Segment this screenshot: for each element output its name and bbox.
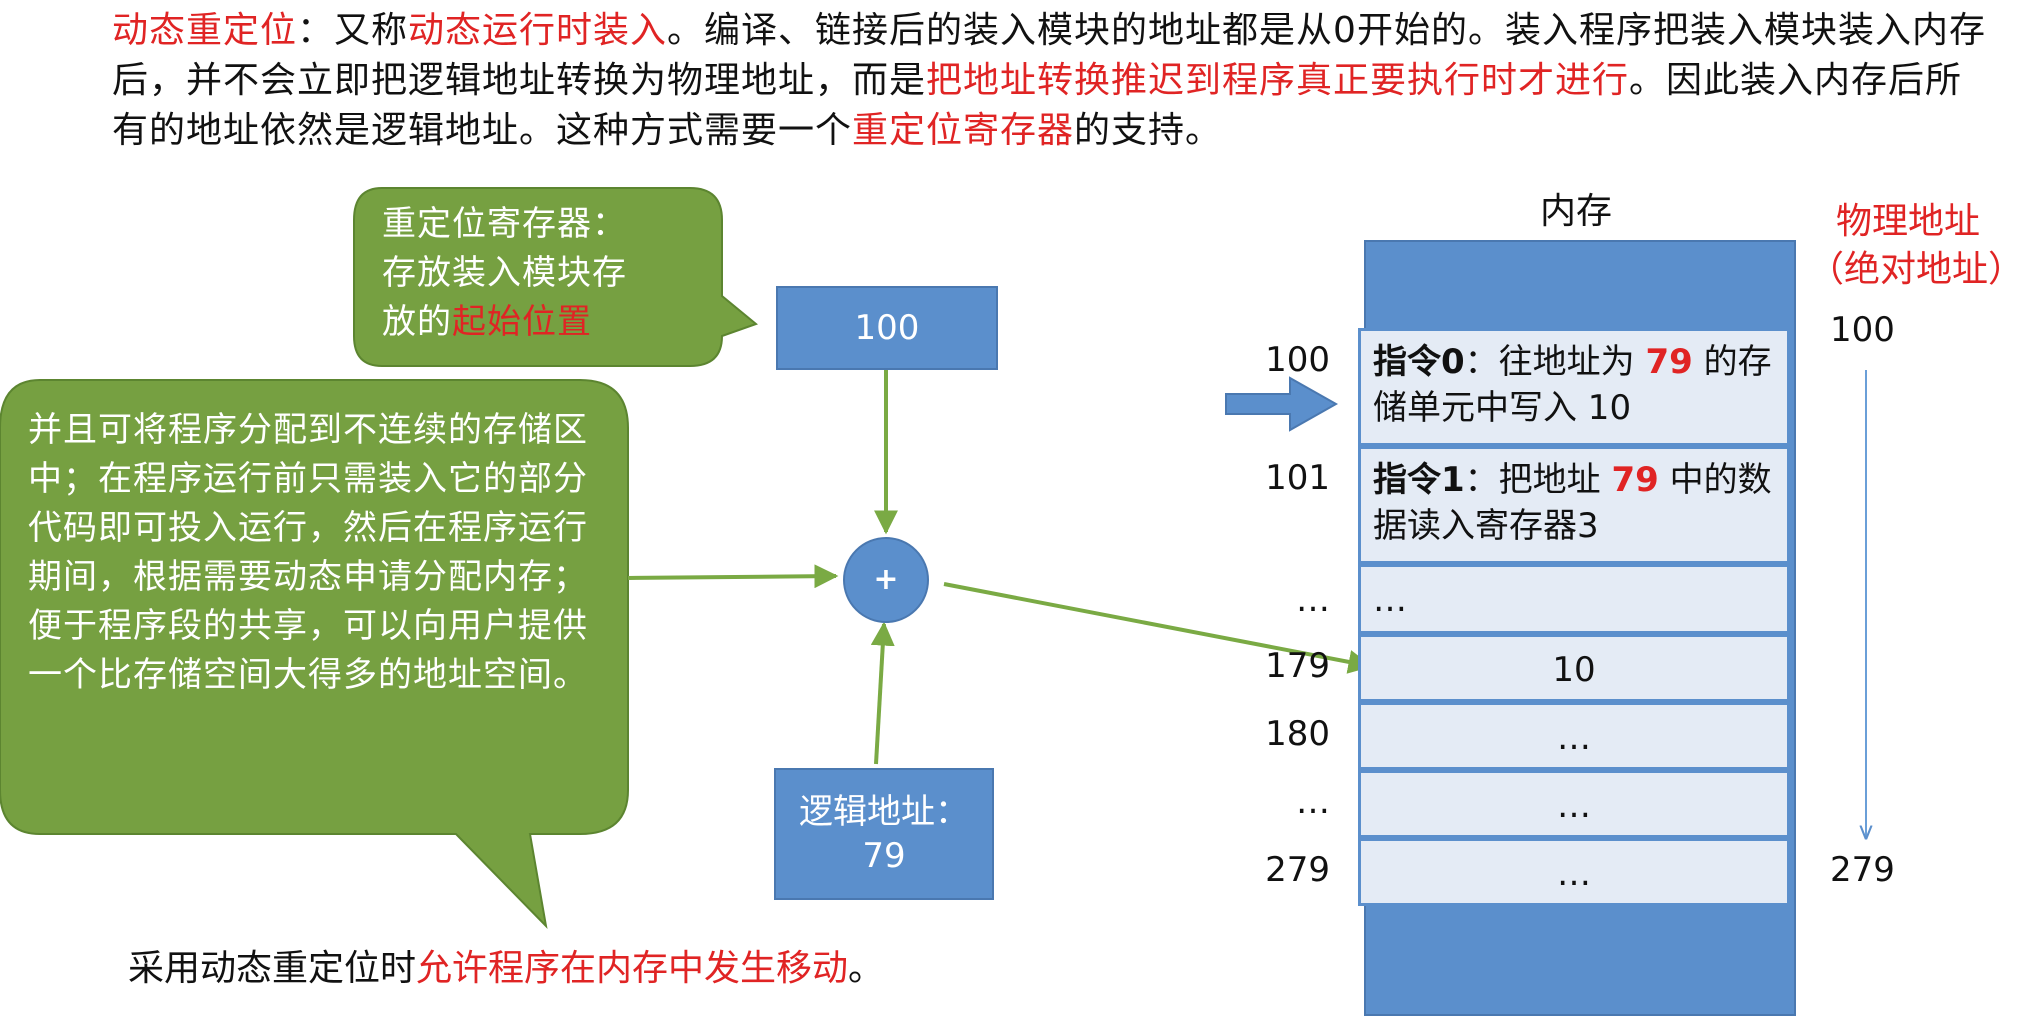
feature-callout-shape [0, 379, 629, 930]
register-callout-line2: 存放装入模块存 [382, 253, 627, 293]
intro-text-4: 的支持。 [1074, 110, 1223, 151]
pc-pointer-arrow [1225, 376, 1339, 432]
memory-cell: … [1358, 702, 1790, 770]
instruction-0-label: 指令0 [1373, 342, 1465, 382]
address-label: 180 [1265, 714, 1330, 754]
memory-cell-value: 10 [1552, 650, 1596, 690]
instruction-1-address: 79 [1611, 460, 1659, 500]
footer-note: 采用动态重定位时允许程序在内存中发生移动。 [128, 944, 884, 994]
instruction-1-text-a: ：把地址 [1464, 460, 1612, 500]
intro-text-3: 。因此装入内存后所有的地址依然是逻辑地址。这种方式需要一个 [112, 60, 1963, 151]
intro-text-2: 。编译、链接后的装入模块的地址都是从0开始的。装入程序把装入模块装入内存后，并不… [112, 10, 1986, 101]
memory-cell-value: … [1557, 786, 1591, 826]
physical-address-header: 物理地址 （绝对地址） [1808, 198, 2025, 294]
relocation-register-box: 100 [776, 286, 998, 370]
adder-symbol: + [873, 562, 899, 597]
logical-address-value: 79 [862, 836, 906, 876]
register-callout-prefix: 放的 [382, 302, 452, 342]
term-relocation-register: 重定位寄存器 [852, 110, 1075, 151]
footer-prefix: 采用动态重定位时 [128, 948, 417, 989]
address-label: … [1296, 782, 1330, 822]
feature-callout-text: 并且可将程序分配到不连续的存储区中；在程序运行前只需装入它的部分代码即可投入运行… [28, 410, 588, 695]
instruction-0-text-b: 的存储单元中写入 10 [1373, 342, 1772, 428]
memory-cell: … [1358, 770, 1790, 838]
instruction-0-address: 79 [1645, 342, 1693, 382]
memory-title: 内存 [1540, 191, 1613, 232]
register-callout-line1: 重定位寄存器： [382, 204, 627, 244]
instruction-1-text-b: 中的数据读入寄存器3 [1373, 460, 1772, 546]
instruction-0-text-a: ：往地址为 [1464, 342, 1646, 382]
adder-circle [843, 537, 929, 623]
memory-cell: … [1358, 564, 1790, 634]
memory-cell-instruction-1: 指令1：把地址 79 中的数据读入寄存器3 [1358, 446, 1790, 564]
physical-end: 279 [1830, 850, 1895, 890]
term-defer-translation: 把地址转换推迟到程序真正要执行时才进行 [926, 60, 1630, 101]
address-label: 100 [1265, 340, 1330, 380]
register-callout-start-position: 起始位置 [452, 302, 592, 342]
address-label: 179 [1265, 646, 1330, 686]
memory-cell-value: … [1557, 718, 1591, 758]
logical-address-box: 逻辑地址： 79 [774, 768, 994, 900]
term-runtime-loading: 动态运行时装入 [408, 10, 668, 51]
register-callout-text: 重定位寄存器： 存放装入模块存 放的起始位置 [382, 200, 702, 347]
physical-start: 100 [1830, 310, 1895, 350]
callout-to-adder-arrow [627, 564, 839, 589]
adder-to-memory-arrow [943, 582, 1373, 674]
address-label: 279 [1265, 850, 1330, 890]
intro-text-1: ：又称 [297, 10, 409, 51]
memory-cell-instruction-0: 指令0：往地址为 79 的存储单元中写入 10 [1358, 328, 1790, 446]
address-label: … [1296, 580, 1330, 620]
instruction-1-label: 指令1 [1373, 460, 1465, 500]
absolute-address-title: （绝对地址） [1808, 249, 2025, 290]
relocation-register-value: 100 [854, 308, 920, 348]
memory-cell-279: … [1358, 838, 1790, 906]
footer-suffix: 。 [848, 948, 885, 989]
physical-address-title: 物理地址 [1835, 201, 1980, 242]
term-dynamic-relocation: 动态重定位 [112, 10, 298, 51]
logical-address-label: 逻辑地址： [799, 792, 969, 832]
intro-paragraph: 动态重定位：又称动态运行时装入。编译、链接后的装入模块的地址都是从0开始的。装入… [112, 6, 1992, 156]
logical-to-adder-arrow [870, 621, 895, 765]
address-label: 101 [1265, 458, 1330, 498]
memory-cell-value: … [1557, 854, 1591, 894]
register-callout-line3: 放的起始位置 [382, 298, 702, 347]
register-callout-shape [353, 187, 759, 367]
memory-cell-179: 10 [1358, 634, 1790, 702]
memory-cell-value: … [1373, 580, 1407, 620]
footer-highlight: 允许程序在内存中发生移动 [416, 948, 849, 989]
